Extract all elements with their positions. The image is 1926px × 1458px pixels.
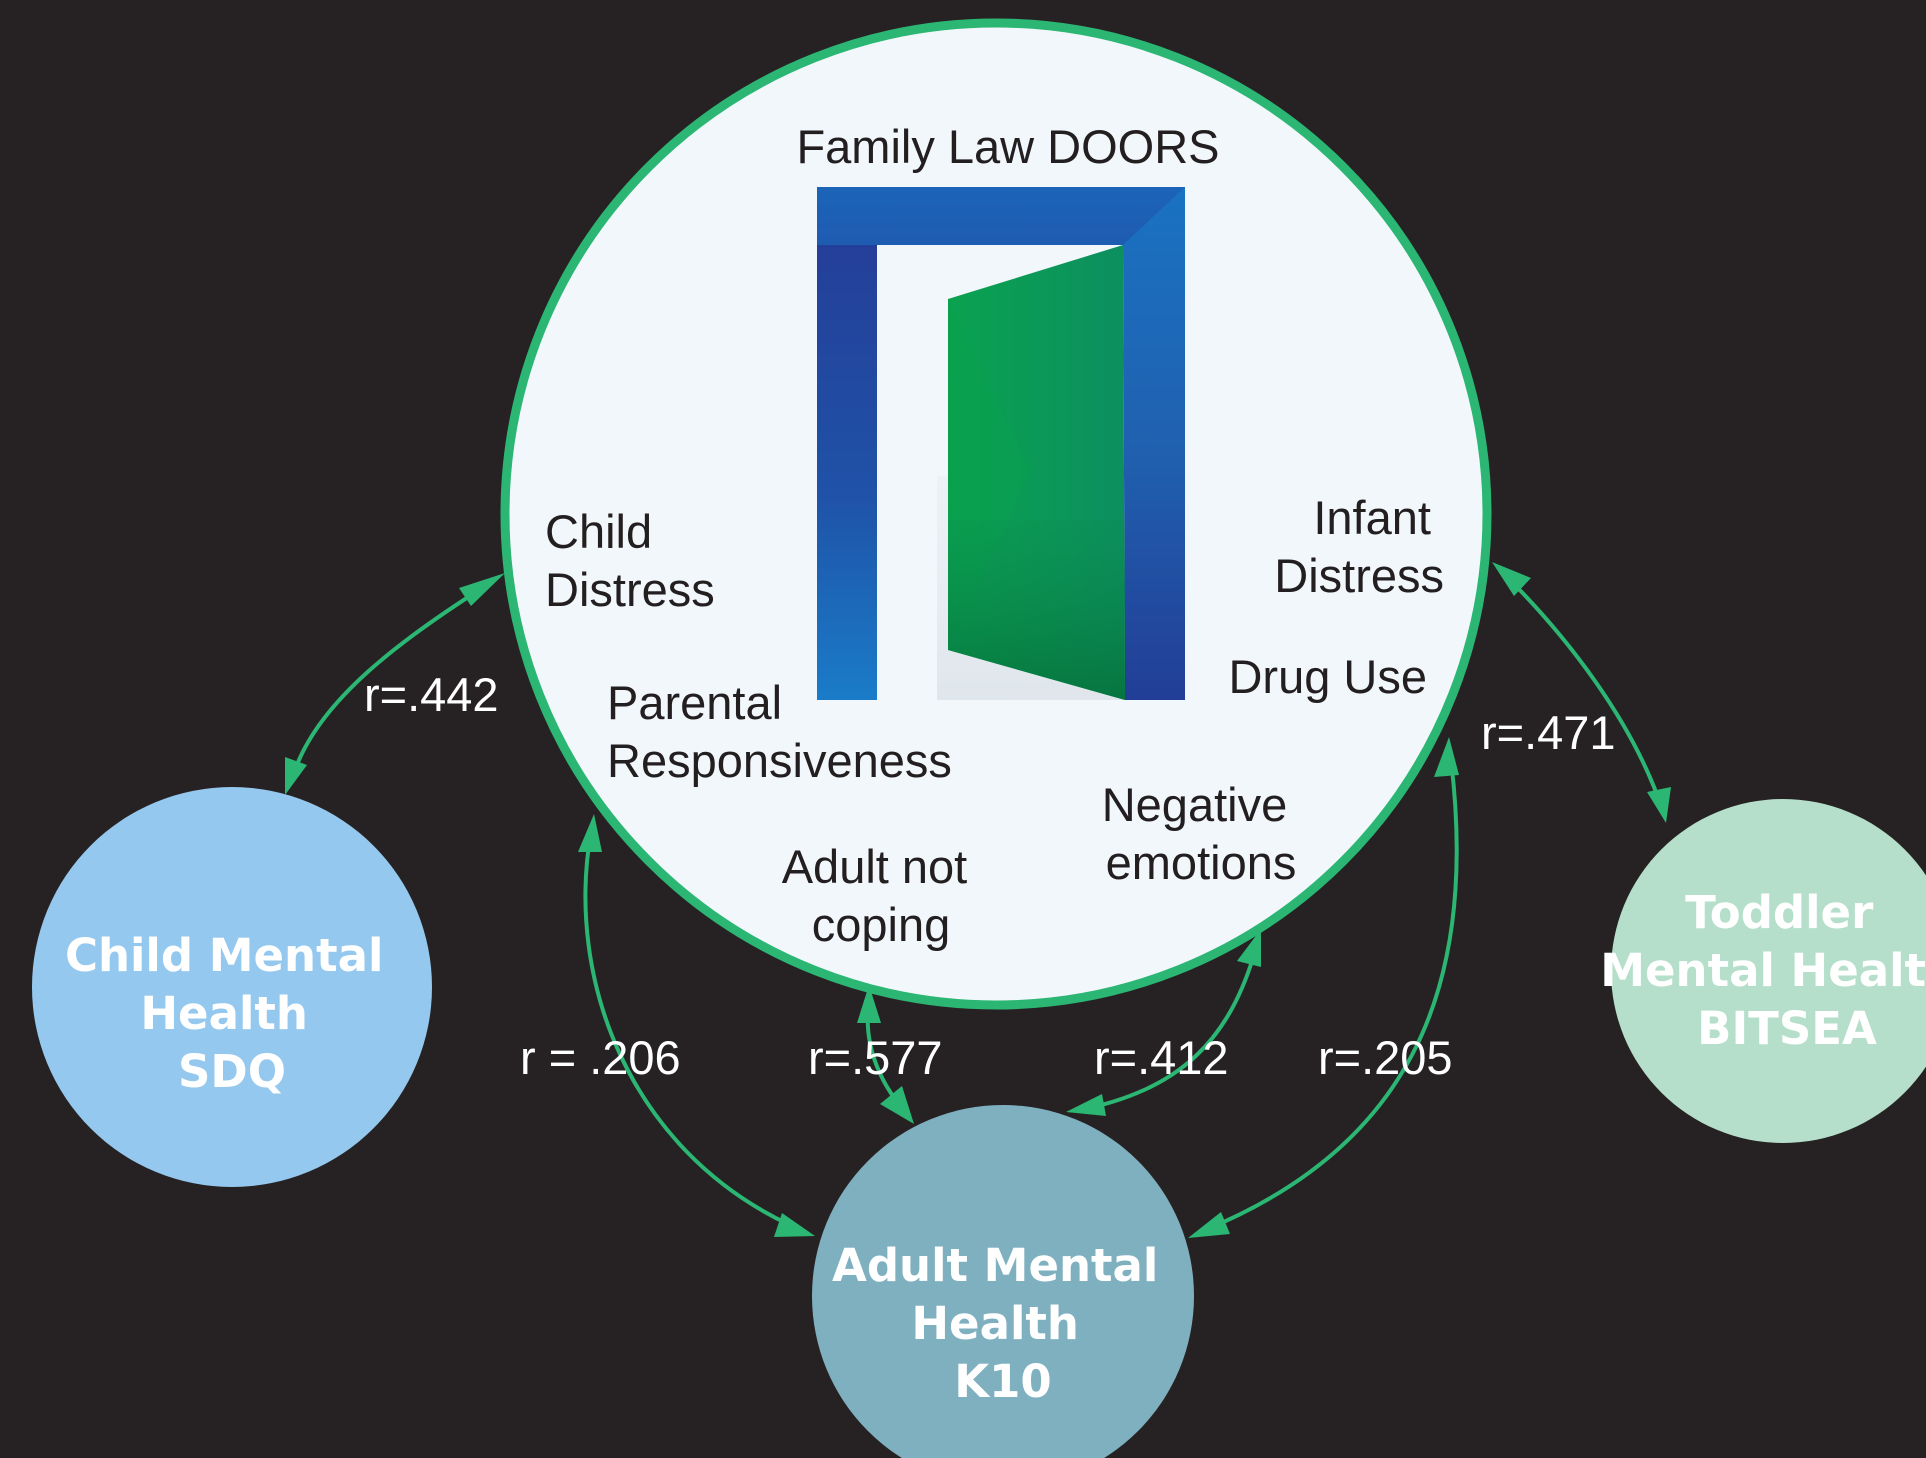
child-mental-health-label: Child Mental Health SDQ <box>65 929 399 1098</box>
adult-mental-health-node <box>812 1105 1194 1458</box>
connector-adult-not-coping-k10 <box>857 985 914 1124</box>
connector-parental-responsiveness-k10 <box>578 814 815 1237</box>
toddler-mental-health-label: Toddler Mental Health BITSEA <box>1600 886 1926 1055</box>
factor-drug-use: Drug Use <box>1228 650 1427 703</box>
correlation-drug-use-k10: r=.205 <box>1318 1031 1453 1084</box>
correlation-negative-emotions-k10: r=.412 <box>1094 1031 1229 1084</box>
correlation-adult-not-coping-k10: r=.577 <box>808 1031 943 1084</box>
child-mental-health-node <box>32 787 432 1187</box>
factor-child-distress: Child Distress <box>545 505 715 616</box>
toddler-mental-health-node <box>1611 799 1926 1143</box>
factor-adult-not-coping: Adult not coping <box>782 840 981 951</box>
connector-negative-emotions-k10 <box>1066 929 1261 1116</box>
correlation-child-distress-sdq: r=.442 <box>364 668 499 721</box>
connector-infant-distress-bitsea <box>1492 562 1671 823</box>
connector-drug-use-k10 <box>1188 737 1459 1238</box>
factor-infant-distress: Infant Distress <box>1274 491 1444 602</box>
correlation-infant-distress-bitsea: r=.471 <box>1481 706 1616 759</box>
correlation-parental-responsiveness-k10: r = .206 <box>520 1031 681 1084</box>
factor-negative-emotions: Negative emotions <box>1102 778 1301 889</box>
connector-child-distress-sdq <box>285 573 505 795</box>
adult-mental-health-label: Adult Mental Health K10 <box>832 1239 1174 1408</box>
factor-parental-responsiveness: Parental Responsiveness <box>607 676 952 787</box>
open-door-icon <box>817 187 1185 700</box>
diagram-title: Family Law DOORS <box>796 120 1219 173</box>
